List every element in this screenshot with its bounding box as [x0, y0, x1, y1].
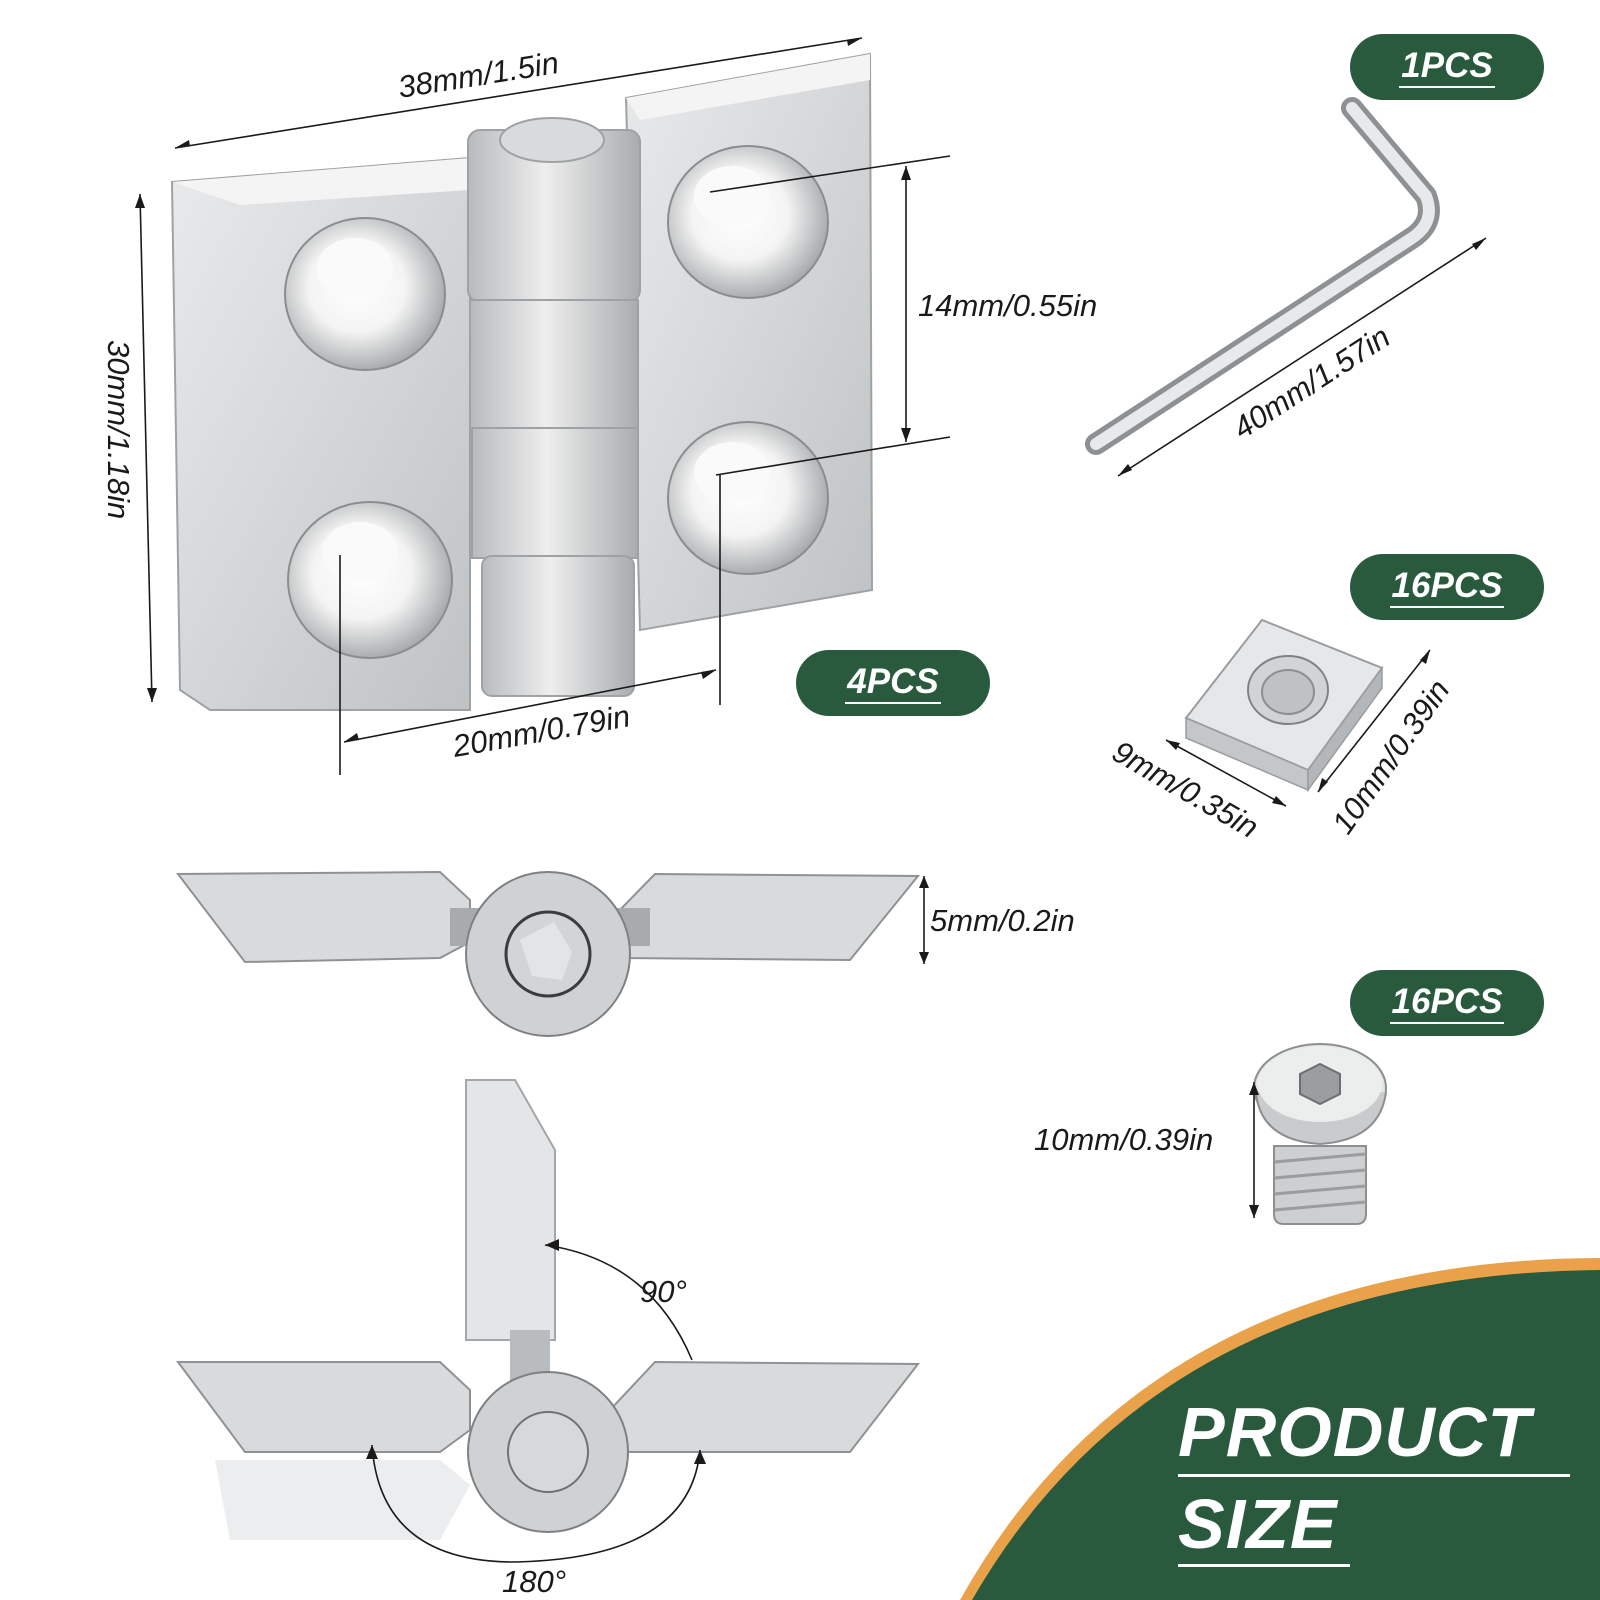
title-line-1: PRODUCT	[1178, 1393, 1532, 1471]
badge-screw-quantity: 16PCS	[1350, 970, 1544, 1036]
angle-180-label: 180°	[502, 1564, 566, 1599]
title-underline	[1178, 1564, 1350, 1567]
dimension-thickness: 5mm/0.2in	[919, 876, 1075, 964]
title-background	[960, 1258, 1600, 1600]
title-line-2: SIZE	[1178, 1485, 1338, 1563]
hex-wrench	[1085, 97, 1440, 455]
screw-length-label: 10mm/0.39in	[1034, 1122, 1213, 1157]
hinge-hole	[667, 421, 829, 575]
hole-horizontal-label: 20mm/0.79in	[449, 698, 633, 764]
badge-hinge-quantity: 4PCS	[796, 650, 990, 716]
title-underline	[1178, 1474, 1570, 1477]
angle-90-label: 90°	[640, 1274, 687, 1309]
hinge-height-label: 30mm/1.18in	[101, 340, 136, 519]
badge-wrench-quantity: 1PCS	[1350, 34, 1544, 100]
thickness-label: 5mm/0.2in	[930, 903, 1075, 938]
hole-vertical-label: 14mm/0.55in	[918, 288, 1097, 323]
badge-nut-quantity: 16PCS	[1350, 554, 1544, 620]
hinge-width-label: 38mm/1.5in	[396, 45, 561, 105]
dimension-hole-vertical: 14mm/0.55in	[709, 155, 1097, 476]
hinge-side-view	[175, 870, 921, 1037]
dimension-wrench-length: 40mm/1.57in	[1117, 237, 1487, 477]
hinge-hole	[284, 217, 446, 371]
hinge-hole	[287, 501, 453, 659]
hinge-hole	[667, 145, 829, 299]
countersunk-screw	[1253, 1043, 1387, 1225]
hinge-front-view	[170, 52, 874, 711]
dimension-hinge-height: 30mm/1.18in	[101, 193, 157, 703]
dimension-screw: 10mm/0.39in	[1034, 1082, 1259, 1218]
t-nut	[1184, 618, 1384, 793]
hinge-rotation-view: 90° 180°	[176, 1079, 921, 1599]
